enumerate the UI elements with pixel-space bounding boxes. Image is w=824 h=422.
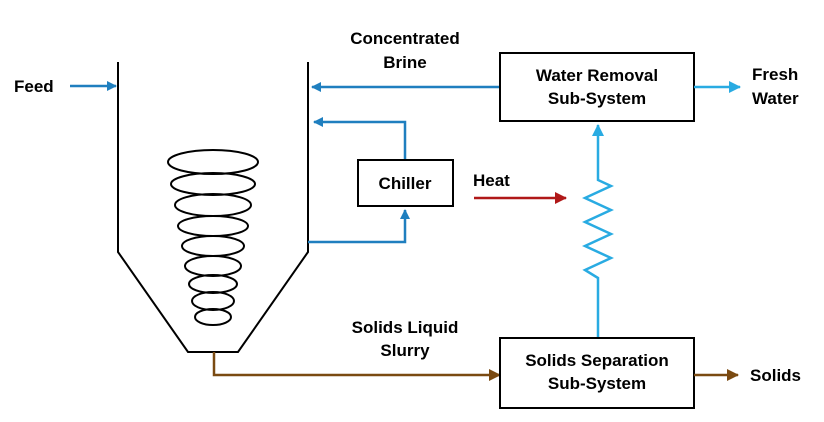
chiller-label: Chiller: [379, 174, 432, 193]
slurry-label-line1: Solids Liquid: [352, 318, 459, 337]
water-removal-line1: Water Removal: [536, 66, 658, 85]
coil-icon: [167, 149, 259, 326]
heater-resistor-icon: [582, 124, 614, 337]
slurry-arrow: [212, 352, 501, 381]
chiller-box: Chiller: [357, 159, 454, 207]
fresh-water-label-line2: Water: [752, 89, 799, 108]
solids-label: Solids: [750, 366, 801, 385]
slurry-label-line2: Slurry: [380, 341, 430, 360]
solids-separation-line2: Sub-System: [548, 374, 646, 393]
heat-label: Heat: [473, 171, 510, 190]
brine-label-line2: Brine: [383, 53, 426, 72]
feed-label: Feed: [14, 77, 54, 96]
chiller-supply-arrow: [308, 209, 410, 244]
fresh-water-label-line1: Fresh: [752, 65, 798, 84]
solids-separation-line1: Solids Separation: [525, 351, 669, 370]
water-removal-box: Water Removal Sub-System: [499, 52, 695, 122]
water-removal-line2: Sub-System: [548, 89, 646, 108]
chiller-return-arrow: [313, 117, 407, 160]
brine-label-line1: Concentrated: [350, 29, 460, 48]
solids-separation-box: Solids Separation Sub-System: [499, 337, 695, 409]
